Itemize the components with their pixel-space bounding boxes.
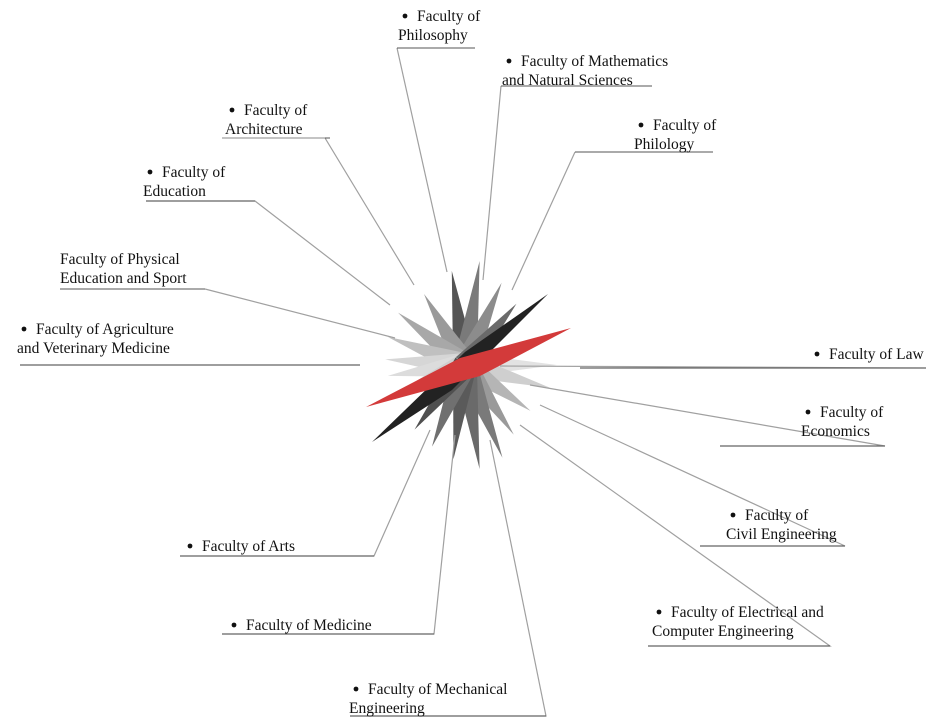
faculty-label-line: Faculty of Physical [60,251,180,268]
bullet-icon [730,512,736,518]
faculty-label-architecture: Faculty of Architecture [225,102,308,138]
bullet-icon [21,326,27,332]
leader-line-physical-education [204,288,396,339]
star-spike [432,360,477,447]
faculty-label-philology: Faculty of Philology [634,117,717,153]
faculty-label-line: Civil Engineering [726,526,837,543]
leader-line-architecture [222,137,415,286]
faculty-label-line: Computer Engineering [652,623,794,640]
faculty-label-line: Faculty of [820,404,884,421]
faculty-label-economics: Faculty of Economics [801,404,884,440]
faculty-label-agriculture: Faculty of Agriculture and Veterinary Med… [17,321,174,357]
faculty-label-line: Engineering [349,700,425,717]
bullet-icon [187,543,193,549]
faculty-label-education: Faculty of Education [143,164,226,200]
faculty-label-line: Faculty of Arts [202,538,295,555]
leader-line-philology [511,151,576,291]
faculty-label-line: Faculty of [745,507,809,524]
faculty-label-line: Faculty of Mathematics [521,53,668,70]
bullet-icon [805,409,811,415]
faculty-label-line: Economics [801,423,870,440]
leader-line-mathematics [482,85,502,281]
faculty-label-line: Education [143,183,206,200]
faculty-label-line: and Natural Sciences [502,72,633,89]
faculty-label-philosophy: Faculty of Philosophy [398,8,481,44]
bullet-icon [638,122,644,128]
faculty-label-line: Faculty of Mechanical [368,681,507,698]
faculty-label-line: Faculty of [653,117,717,134]
faculty-label-line: Philosophy [398,27,468,44]
bullet-icon [814,351,820,357]
faculty-label-line: Faculty of Medicine [246,617,372,634]
faculty-label-medicine: Faculty of Medicine [231,617,372,634]
leader-line-philosophy [396,47,448,273]
leader-lines [20,47,927,717]
bullet-icon [353,686,359,692]
faculty-label-line: Faculty of [417,8,481,25]
bullet-icon [402,13,408,19]
faculty-label-line: and Veterinary Medicine [17,340,170,357]
bullet-icon [506,58,512,64]
bullet-icon [231,622,237,628]
leader-line-medicine [222,434,456,635]
faculty-label-line: Education and Sport [60,270,187,287]
bullet-icon [147,169,153,175]
faculty-label-line: Faculty of [244,102,308,119]
faculty-label-mathematics: Faculty of Mathematics and Natural Scienc… [502,53,668,89]
faculty-label-civil-engineering: Faculty of Civil Engineering [726,507,837,543]
leader-line-civil-engineering [539,404,846,547]
faculty-label-line: Philology [634,136,695,153]
star-center [366,294,571,442]
bullet-icon [656,609,662,615]
leader-line-mechanical-engineering [350,439,547,717]
faculty-label-line: Faculty of Agriculture [36,321,174,338]
faculty-label-line: Architecture [225,121,303,138]
faculty-label-line: Faculty of [162,164,226,181]
faculty-label-line: Faculty of Electrical and [671,604,824,621]
faculty-label-line: Faculty of Law [829,346,925,363]
bullet-icon [229,107,235,113]
red-spike [366,328,571,407]
faculty-label-law: Faculty of Law [814,346,925,363]
faculty-label-arts: Faculty of Arts [187,538,295,555]
